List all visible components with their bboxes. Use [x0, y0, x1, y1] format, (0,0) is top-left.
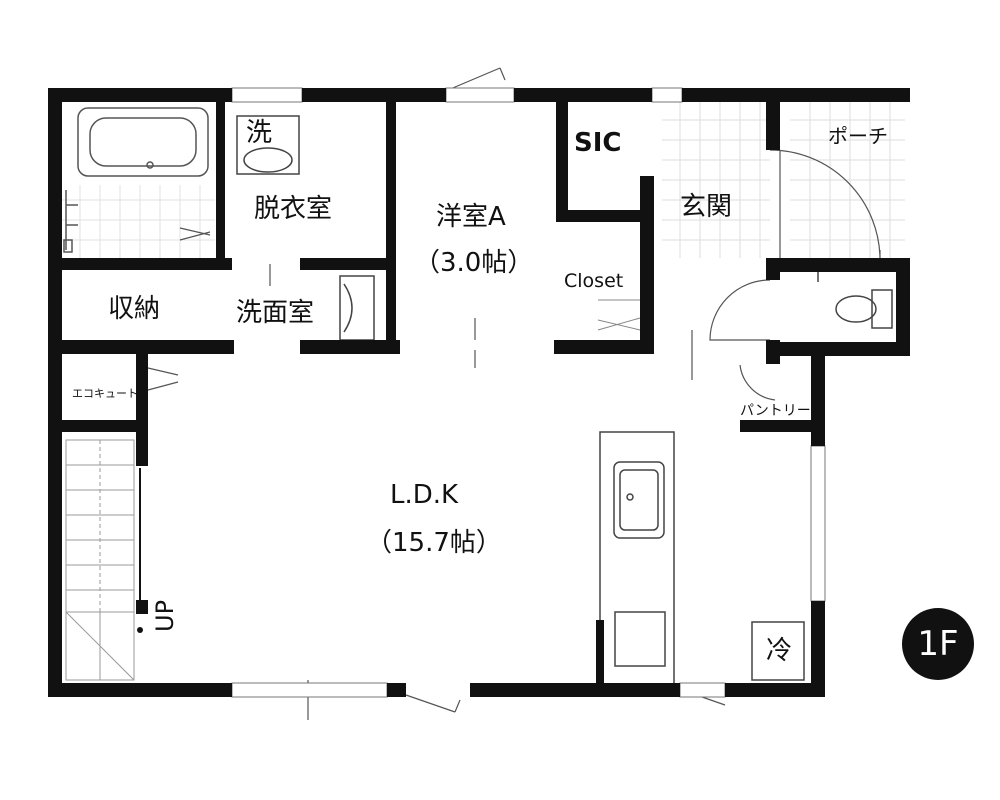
floor-badge: 1F	[902, 608, 974, 680]
room-label-sic: SIC	[574, 128, 622, 158]
stairs-up-label: UP	[151, 599, 179, 632]
room-label-entrance: 玄関	[680, 192, 733, 222]
kitchen-counter	[599, 431, 675, 685]
room-label-western-a-size: （3.0帖）	[414, 248, 534, 278]
washbasin	[339, 275, 375, 341]
entrance-tile-grid	[662, 98, 905, 258]
room-label-wash: 洗	[246, 118, 273, 148]
toilet	[817, 270, 893, 329]
room-label-pantry: パントリー	[740, 403, 811, 419]
room-label-storage: 収納	[108, 294, 161, 324]
floor-badge-text: 1F	[917, 624, 959, 664]
stairs-up-marker	[137, 468, 143, 633]
room-label-ecocute: エコキュート	[72, 387, 138, 400]
staircase	[65, 439, 135, 681]
fridge-outline	[751, 621, 805, 681]
bath-tile-grid	[62, 185, 215, 258]
room-label-dressing: 脱衣室	[254, 194, 333, 224]
room-label-closet: Closet	[564, 270, 624, 292]
washing-machine	[236, 115, 300, 175]
walls	[48, 88, 910, 697]
room-label-western-a: 洋室A	[436, 202, 506, 232]
room-label-washroom: 洗面室	[236, 298, 315, 328]
room-label-ldk-size: （15.7帖）	[366, 528, 502, 558]
closet-shelf	[597, 299, 641, 331]
shower-fixture	[63, 190, 78, 253]
room-label-fridge: 冷	[766, 636, 793, 666]
room-label-porch: ポーチ	[828, 124, 888, 148]
windows	[231, 87, 826, 698]
bathtub	[77, 107, 209, 177]
room-label-ldk: L.D.K	[390, 480, 459, 510]
